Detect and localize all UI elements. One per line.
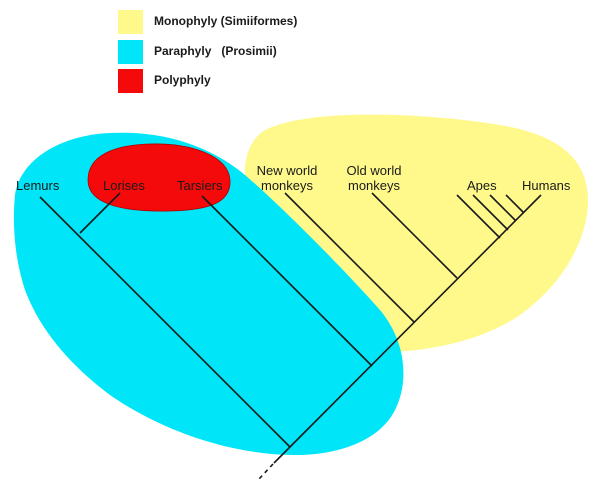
legend-item-monophyly: Monophyly (Simiiformes) [118,10,378,34]
paraphyly-region [13,132,404,455]
ape-branch [456,194,501,239]
polyphyly-swatch [118,69,143,93]
taxon-line: monkeys [347,178,401,193]
tree-branches [39,192,542,480]
legend-item-polyphyly: Polyphyly [118,69,378,93]
taxon-line: monkeys [260,178,314,193]
taxon-label-tarsiers: Tarsiers [177,178,223,193]
tarsiers-branch [201,195,373,367]
monophyly-swatch [118,10,143,34]
legend-item-paraphyly: Paraphyly (Prosimii) [118,40,378,64]
paraphyly-swatch [118,40,143,64]
ape-branch [505,194,525,214]
trunk-branch [273,194,542,464]
new-world-monkeys-branch [284,192,415,323]
monophyly-region [244,114,589,353]
taxon-label-apes: Apes [467,178,497,193]
lorises-branch [79,192,121,234]
legend-label: Paraphyly (Prosimii) [154,44,277,58]
taxon-label-old-world-monkeys: Old world monkeys [342,163,406,193]
taxon-line: New world [256,163,318,178]
taxon-line: Old world [346,163,402,178]
lemurs-branch [39,196,291,448]
taxon-label-lorises: Lorises [103,178,145,193]
polyphyly-region [87,143,231,212]
ape-branch [489,194,517,222]
old-world-monkeys-branch [371,192,458,279]
taxon-label-humans: Humans [522,178,571,193]
legend-label: Monophyly (Simiiformes) [154,14,298,28]
root-dashed-branch [258,463,274,480]
ape-branch [472,194,509,231]
taxon-label-lemurs: Lemurs [16,178,60,193]
legend-label: Polyphyly [154,73,211,87]
taxon-label-new-world-monkeys: New world monkeys [255,163,319,193]
